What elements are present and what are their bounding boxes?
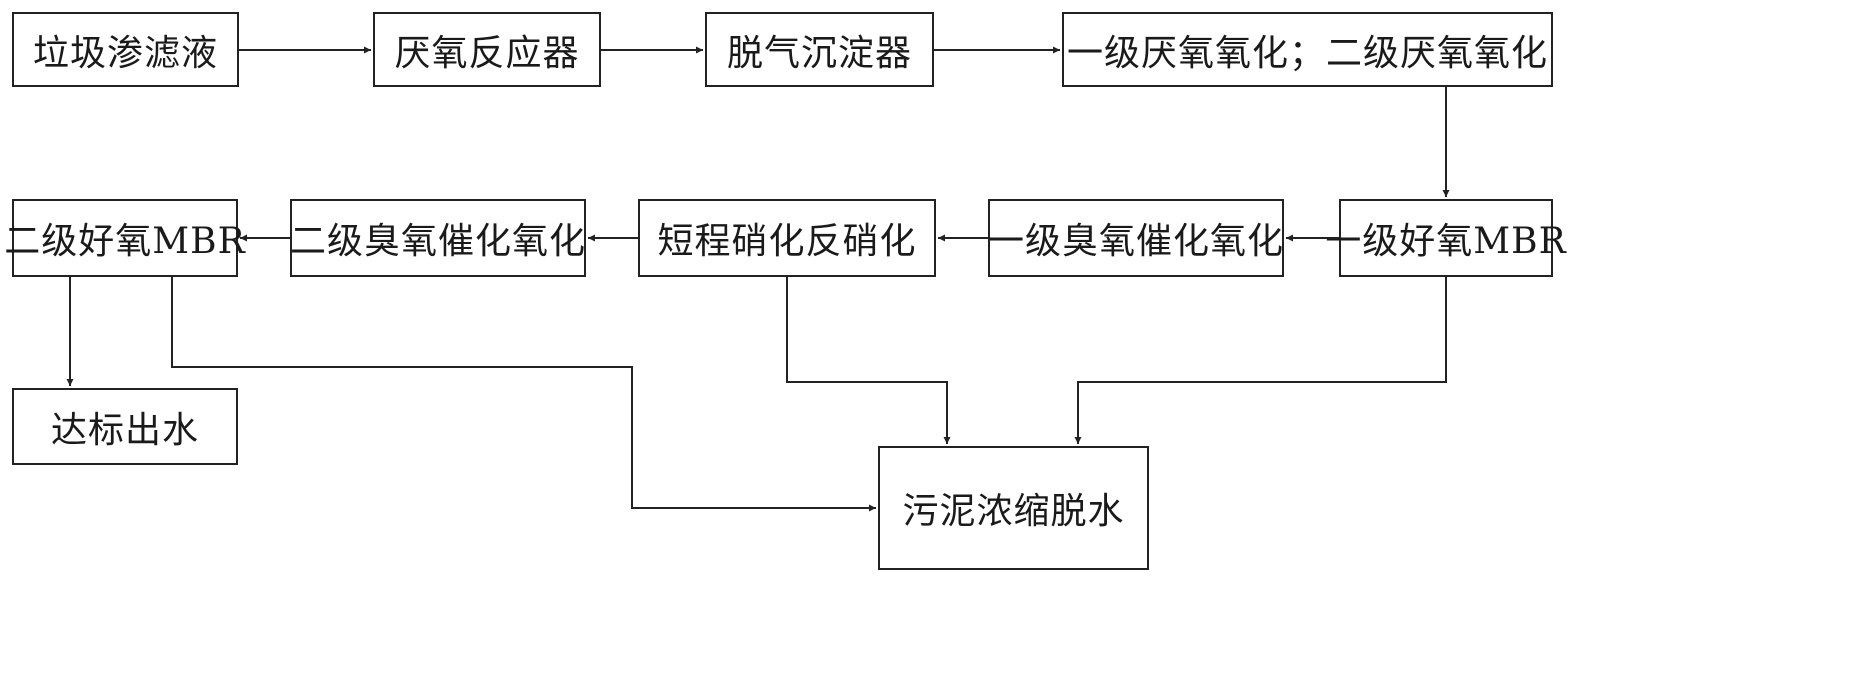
node-label: 达标出水 — [50, 409, 199, 451]
node-label: 短程硝化反硝化 — [657, 221, 917, 262]
node-label: 一级好氧MBR — [1325, 221, 1567, 262]
node-label: 一级厌氧氧化；二级厌氧氧化 — [1066, 32, 1548, 74]
node-discharge: 达标出水 — [12, 388, 238, 465]
node-label: 垃圾渗滤液 — [32, 32, 218, 74]
edge-mbr2-to-sludge — [171, 277, 876, 512]
node-degas-settler: 脱气沉淀器 — [705, 12, 934, 87]
node-ozone-catalytic-1: 一级臭氧催化氧化 — [988, 199, 1284, 277]
node-aerobic-mbr-1: 一级好氧MBR — [1325, 199, 1566, 277]
node-ozone-catalytic-2: 二级臭氧催化氧化 — [290, 199, 586, 277]
node-label: 二级臭氧催化氧化 — [290, 221, 587, 262]
node-anaerobic-reactor: 厌氧反应器 — [373, 12, 601, 87]
edge-mbr1-to-sludge — [1074, 277, 1447, 444]
node-label: 厌氧反应器 — [394, 32, 580, 74]
node-short-nitrification: 短程硝化反硝化 — [638, 199, 936, 277]
edge-nitrification-to-sludge — [786, 277, 951, 444]
node-label: 污泥浓缩脱水 — [902, 491, 1125, 532]
node-anoxic-oxidation: 一级厌氧氧化；二级厌氧氧化 — [1062, 12, 1553, 87]
node-sludge-dewatering: 污泥浓缩脱水 — [878, 446, 1149, 570]
node-label: 脱气沉淀器 — [726, 32, 912, 74]
node-aerobic-mbr-2: 二级好氧MBR — [4, 199, 245, 277]
node-label: 二级好氧MBR — [4, 221, 246, 262]
node-label: 一级臭氧催化氧化 — [988, 221, 1285, 262]
node-landfill-leachate: 垃圾渗滤液 — [12, 12, 239, 87]
